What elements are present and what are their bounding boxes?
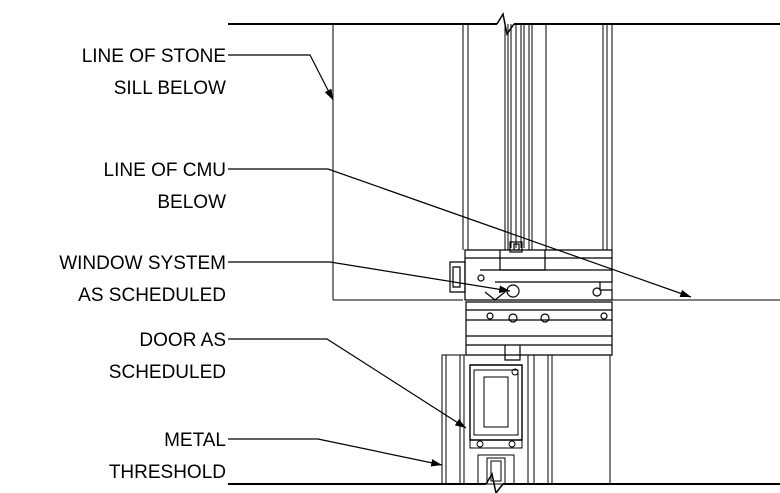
window-sill-frame (449, 241, 613, 301)
label-window-system-line2: AS SCHEDULED (78, 285, 226, 306)
leader-lines (228, 54, 692, 467)
label-threshold-line2: THRESHOLD (109, 462, 226, 483)
label-cmu-line2: BELOW (157, 192, 226, 213)
label-door-line2: SCHEDULED (109, 362, 226, 383)
label-stone-sill-line2: SILL BELOW (114, 78, 226, 99)
window-mullion (462, 24, 608, 250)
label-threshold-line1: METAL (164, 430, 226, 451)
door-head-frame (465, 301, 613, 361)
label-cmu-line1: LINE OF CMU (104, 160, 226, 181)
label-door-line1: DOOR AS (139, 330, 226, 351)
label-stone-sill-line1: LINE OF STONE (82, 46, 226, 67)
top-boundary-line (228, 11, 780, 36)
door-frame (441, 354, 611, 485)
label-window-system-line1: WINDOW SYSTEM (59, 253, 226, 274)
